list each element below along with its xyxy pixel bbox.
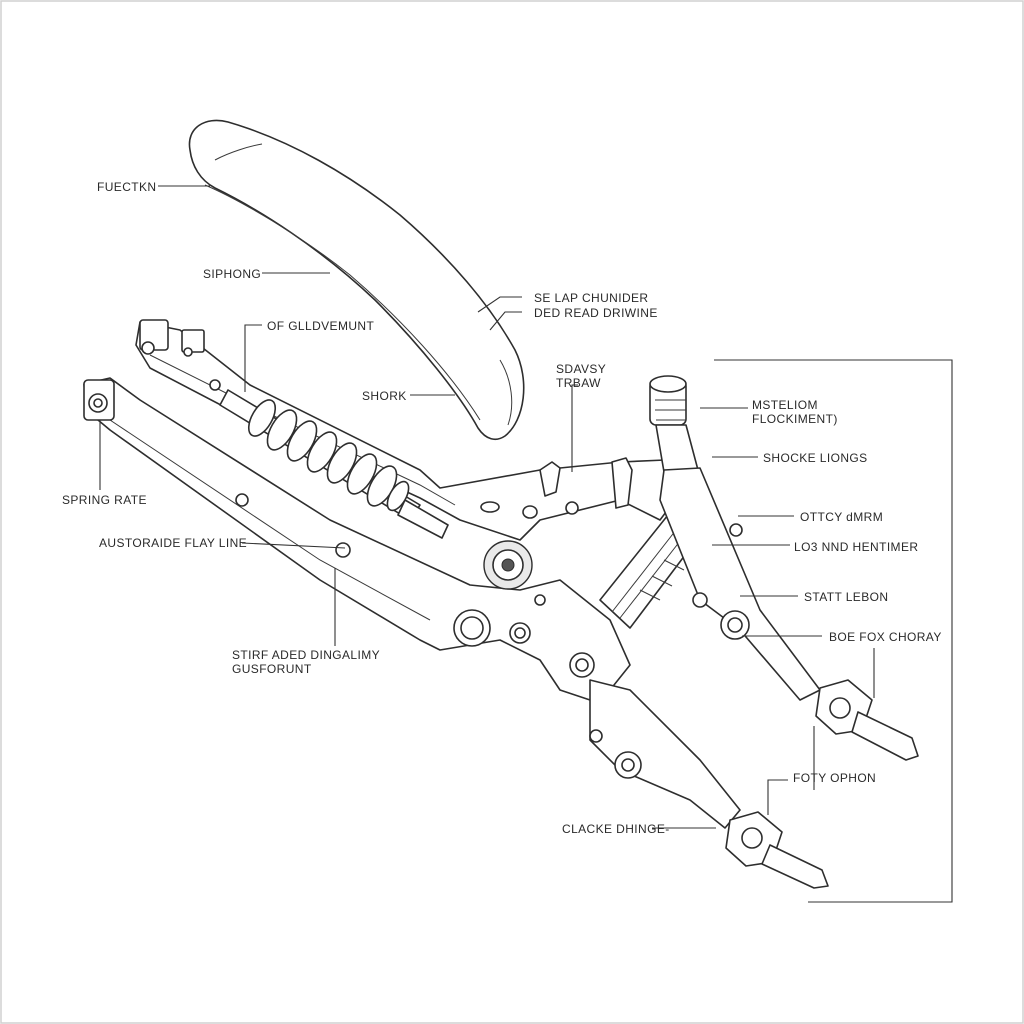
- label-sdavsy: SDAVSY: [556, 362, 607, 376]
- strut-part: [649, 375, 821, 701]
- label-stirf-aded: STIRF ADED DINGALIMY: [232, 648, 381, 662]
- joint-lower-part: [725, 811, 829, 889]
- lower-right-arm-part: [589, 679, 741, 829]
- leader-lines: [99, 185, 875, 829]
- shock-absorber-part: [219, 389, 449, 539]
- upper-arm-part: [135, 319, 691, 541]
- label-lo3-nnd: LO3 NND HENTIMER: [794, 540, 919, 554]
- label-mstelion: MSTELIOM: [752, 398, 818, 412]
- seat-part: [188, 119, 525, 441]
- label-spring-rate: SPRING RATE: [62, 493, 147, 507]
- label-of-glldvemunt: OF GLLDVEMUNT: [267, 319, 375, 333]
- label-shork: SHORK: [362, 389, 407, 403]
- label-clacke-dhinge: CLACKE DHINGE-: [562, 822, 670, 836]
- label-foty-ophon: FOTY OPHON: [793, 771, 877, 785]
- label-austoraide: AUSTORAIDE FLAY LINE: [99, 536, 248, 550]
- bracket-frame: [714, 359, 953, 903]
- label-statt-lebon: STATT LEBON: [804, 590, 889, 604]
- label-shocke-lions: SHOCKE LIONGS: [763, 451, 868, 465]
- label-ded-read: DED READ DRIWINE: [534, 306, 658, 320]
- label-ottcy: OTTCY dMRM: [800, 510, 884, 524]
- hub-knuckle-part: [483, 540, 533, 590]
- joint-upper-right-part: [815, 679, 919, 761]
- label-gusforunt: GUSFORUNT: [232, 662, 312, 676]
- label-flockiment: FLOCKIMENT): [752, 412, 838, 426]
- label-fuection: FUECTKN: [97, 180, 157, 194]
- label-boe-fox: BOE FOX CHORAY: [829, 630, 942, 644]
- label-siphong: SIPHONG: [203, 267, 262, 281]
- lower-arm-part: [83, 377, 631, 701]
- label-trbaw: TRBAW: [556, 376, 601, 390]
- label-se-lap: SE LAP CHUNIDER: [534, 291, 649, 305]
